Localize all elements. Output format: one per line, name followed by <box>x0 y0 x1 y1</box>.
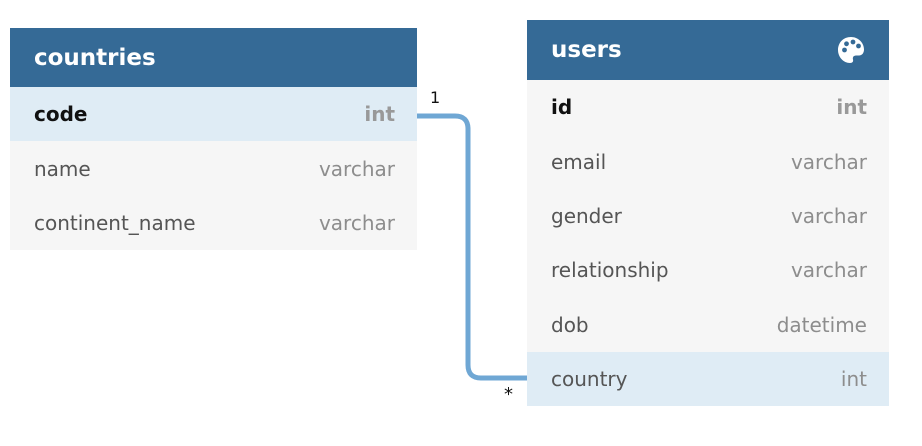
field-type: datetime <box>776 312 867 337</box>
field-name: id <box>551 95 573 120</box>
field-name: relationship <box>551 258 669 283</box>
field-row-gender[interactable]: gender varchar <box>527 189 889 243</box>
field-type: varchar <box>790 149 867 174</box>
field-name: name <box>34 156 91 181</box>
cardinality-one-label: 1 <box>430 88 441 107</box>
field-row-email[interactable]: email varchar <box>527 134 889 188</box>
field-name: continent_name <box>34 210 196 235</box>
field-name: email <box>551 149 607 174</box>
field-row-dob[interactable]: dob datetime <box>527 298 889 352</box>
field-name: code <box>34 102 88 127</box>
field-type: int <box>364 102 395 127</box>
field-row-name[interactable]: name varchar <box>10 141 417 195</box>
field-row-continent-name[interactable]: continent_name varchar <box>10 196 417 250</box>
field-type: varchar <box>318 156 395 181</box>
field-name: dob <box>551 312 589 337</box>
table-title: countries <box>34 44 156 71</box>
field-type: int <box>840 367 867 392</box>
field-type: varchar <box>790 258 867 283</box>
field-row-country[interactable]: country int <box>527 351 889 407</box>
palette-icon[interactable] <box>835 34 867 66</box>
field-type: varchar <box>790 203 867 228</box>
table-countries[interactable]: countries code int name varchar continen… <box>10 28 417 250</box>
field-row-id[interactable]: id int <box>527 80 889 134</box>
field-type: varchar <box>318 210 395 235</box>
table-header-users[interactable]: users <box>527 20 889 80</box>
field-row-relationship[interactable]: relationship varchar <box>527 243 889 297</box>
relationship-line <box>414 113 530 381</box>
cardinality-many-label: * <box>504 384 513 405</box>
field-name: country <box>551 367 628 392</box>
field-name: gender <box>551 203 622 228</box>
table-header-countries[interactable]: countries <box>10 28 417 87</box>
table-title: users <box>551 37 622 63</box>
field-row-code[interactable]: code int <box>10 87 417 142</box>
table-users[interactable]: users id int email varchar gender varcha… <box>527 20 889 407</box>
field-type: int <box>836 95 867 120</box>
